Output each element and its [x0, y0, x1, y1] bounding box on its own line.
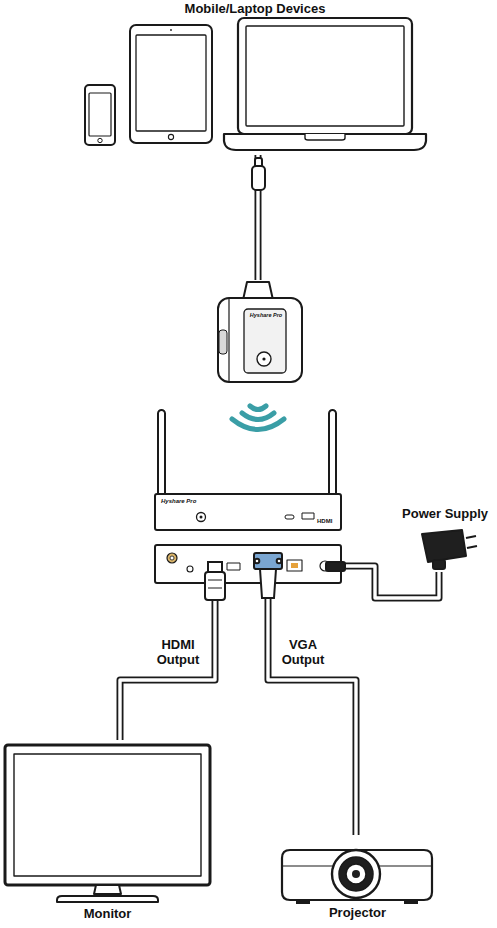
- laptop-icon: [224, 18, 426, 150]
- receiver-box: Hyshare ProHDMI: [150, 405, 345, 585]
- cable-outline: [120, 585, 215, 740]
- cable-label: HDMI Output: [148, 638, 208, 668]
- devices-group: Mobile/Laptop Devices: [80, 0, 430, 155]
- cable-core: [268, 585, 356, 835]
- cable-label: VGA Output: [273, 638, 333, 668]
- device-print: Hyshare Pro: [161, 498, 211, 505]
- phone-icon: [85, 85, 115, 145]
- hdmi-plug: [205, 562, 225, 600]
- cable: [268, 585, 356, 835]
- cable-core: [120, 585, 215, 740]
- cable-outline: [345, 566, 439, 598]
- power-supply: Power Supply: [395, 505, 495, 572]
- monitor: Monitor: [0, 740, 215, 928]
- cable: [120, 585, 215, 740]
- device-label: Power Supply: [395, 507, 495, 522]
- projector-icon: [282, 850, 432, 904]
- tablet-icon: [130, 25, 212, 143]
- usb-c-plug: [252, 158, 265, 190]
- power-adapter: [422, 530, 477, 569]
- device-label: Mobile/Laptop Devices: [80, 2, 430, 17]
- vga-plug: [254, 553, 282, 598]
- device-print: Hyshare Pro: [244, 312, 288, 318]
- device-label: Projector: [275, 906, 440, 921]
- wireless-dongle: Hyshare Pro: [215, 280, 305, 385]
- receiver: [155, 410, 341, 583]
- projector: Projector: [275, 835, 440, 928]
- cable-outline: [268, 585, 356, 835]
- device-print: HDMI: [317, 518, 341, 525]
- cable-core: [345, 566, 439, 598]
- cable: [345, 566, 439, 598]
- wireless-signal: [232, 406, 284, 430]
- device-label: Monitor: [0, 907, 215, 922]
- dc-plug: [326, 562, 345, 571]
- dongle: [218, 282, 302, 382]
- monitor-icon: [5, 745, 210, 902]
